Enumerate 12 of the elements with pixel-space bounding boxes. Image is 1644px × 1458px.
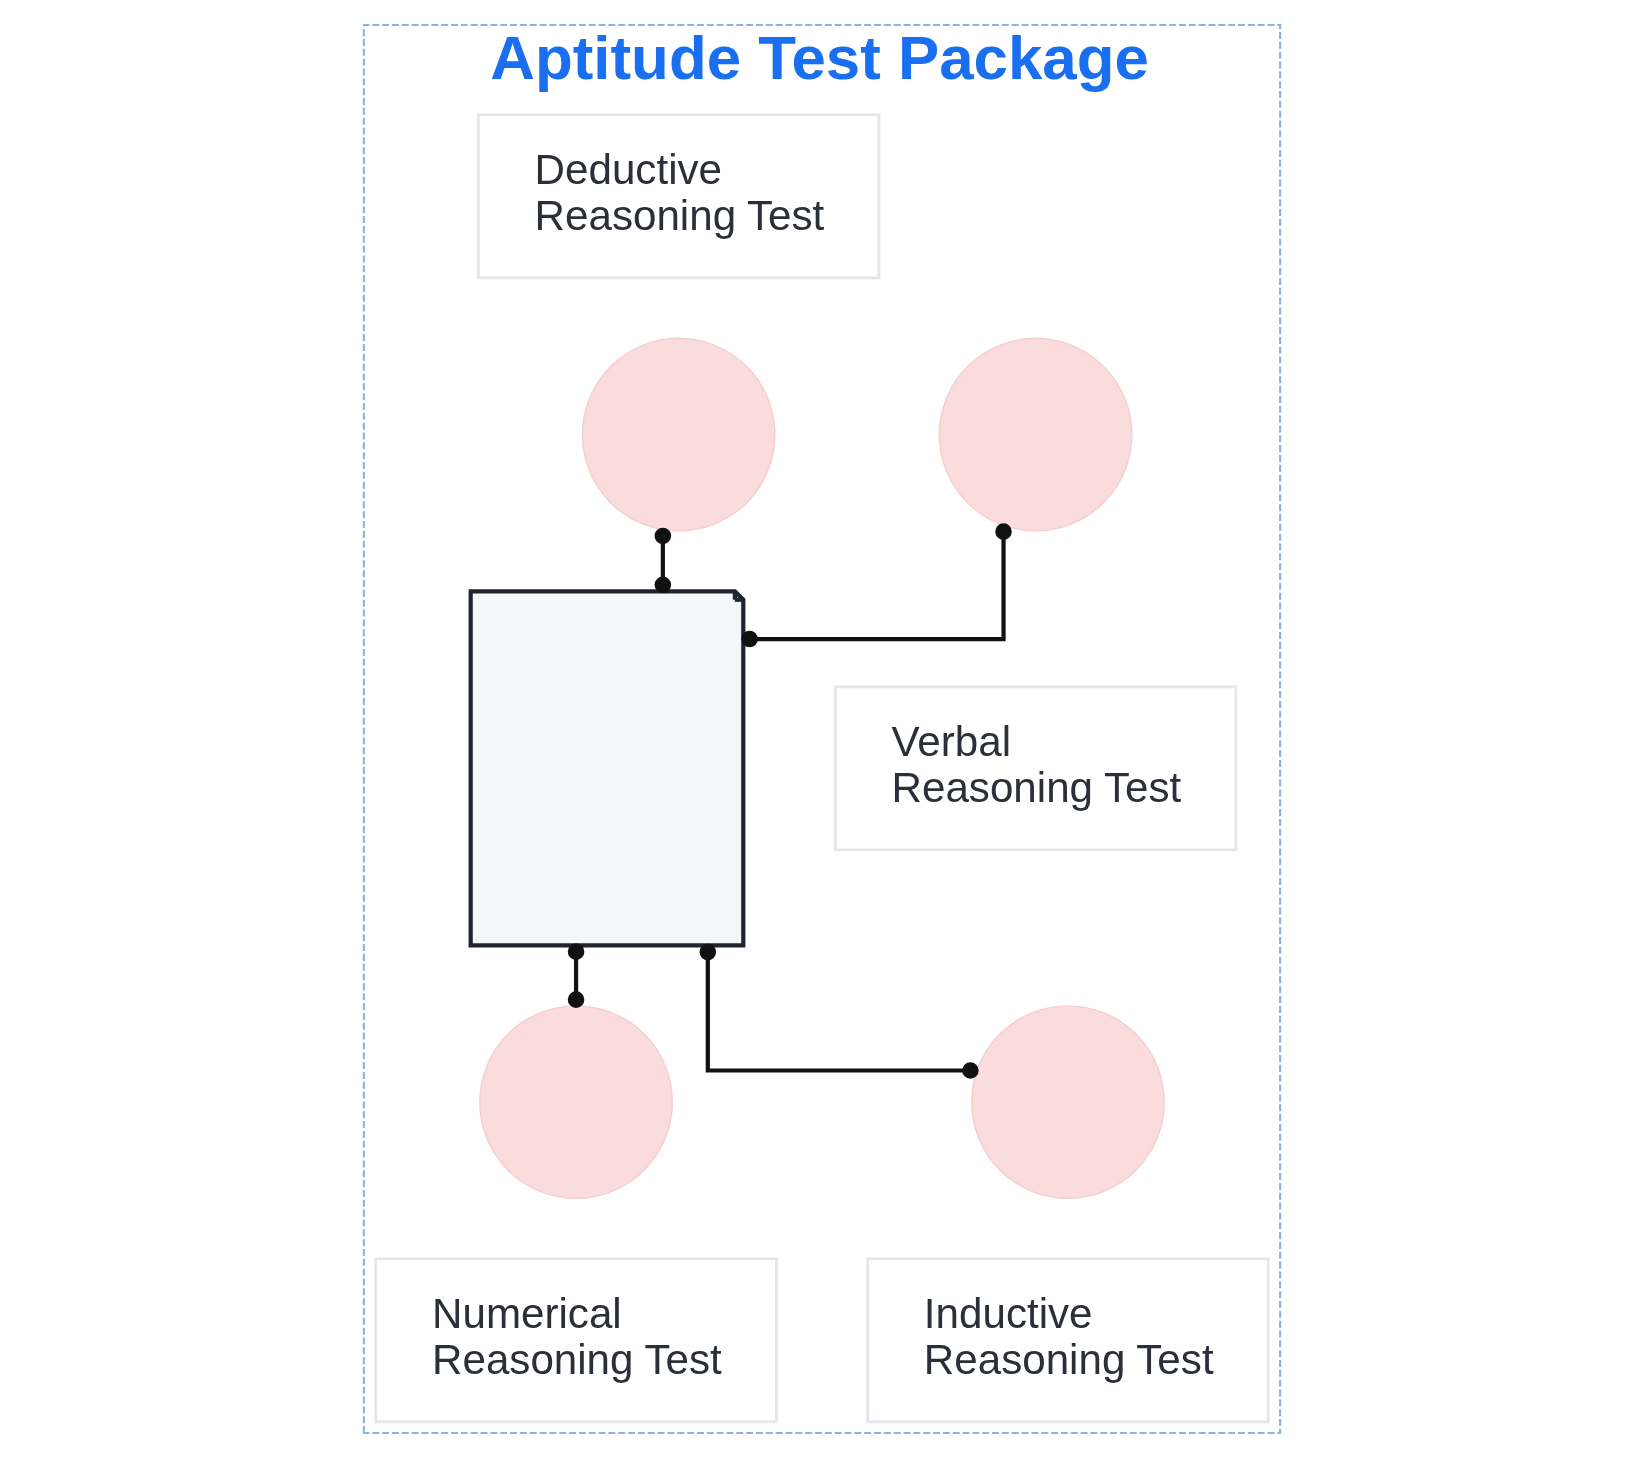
connector xyxy=(699,943,979,1079)
node-circle xyxy=(938,337,1133,532)
connector xyxy=(741,523,1012,648)
node-circle xyxy=(581,337,776,532)
node-box: Inductive Reasoning Test xyxy=(866,1257,1270,1424)
node-box: Verbal Reasoning Test xyxy=(833,685,1238,852)
connector xyxy=(567,943,585,1008)
node-circle xyxy=(970,1005,1165,1200)
node-box: Numerical Reasoning Test xyxy=(374,1257,778,1424)
connector xyxy=(654,527,672,594)
node-circle xyxy=(479,1005,674,1200)
node-box: Deductive Reasoning Test xyxy=(477,113,881,280)
